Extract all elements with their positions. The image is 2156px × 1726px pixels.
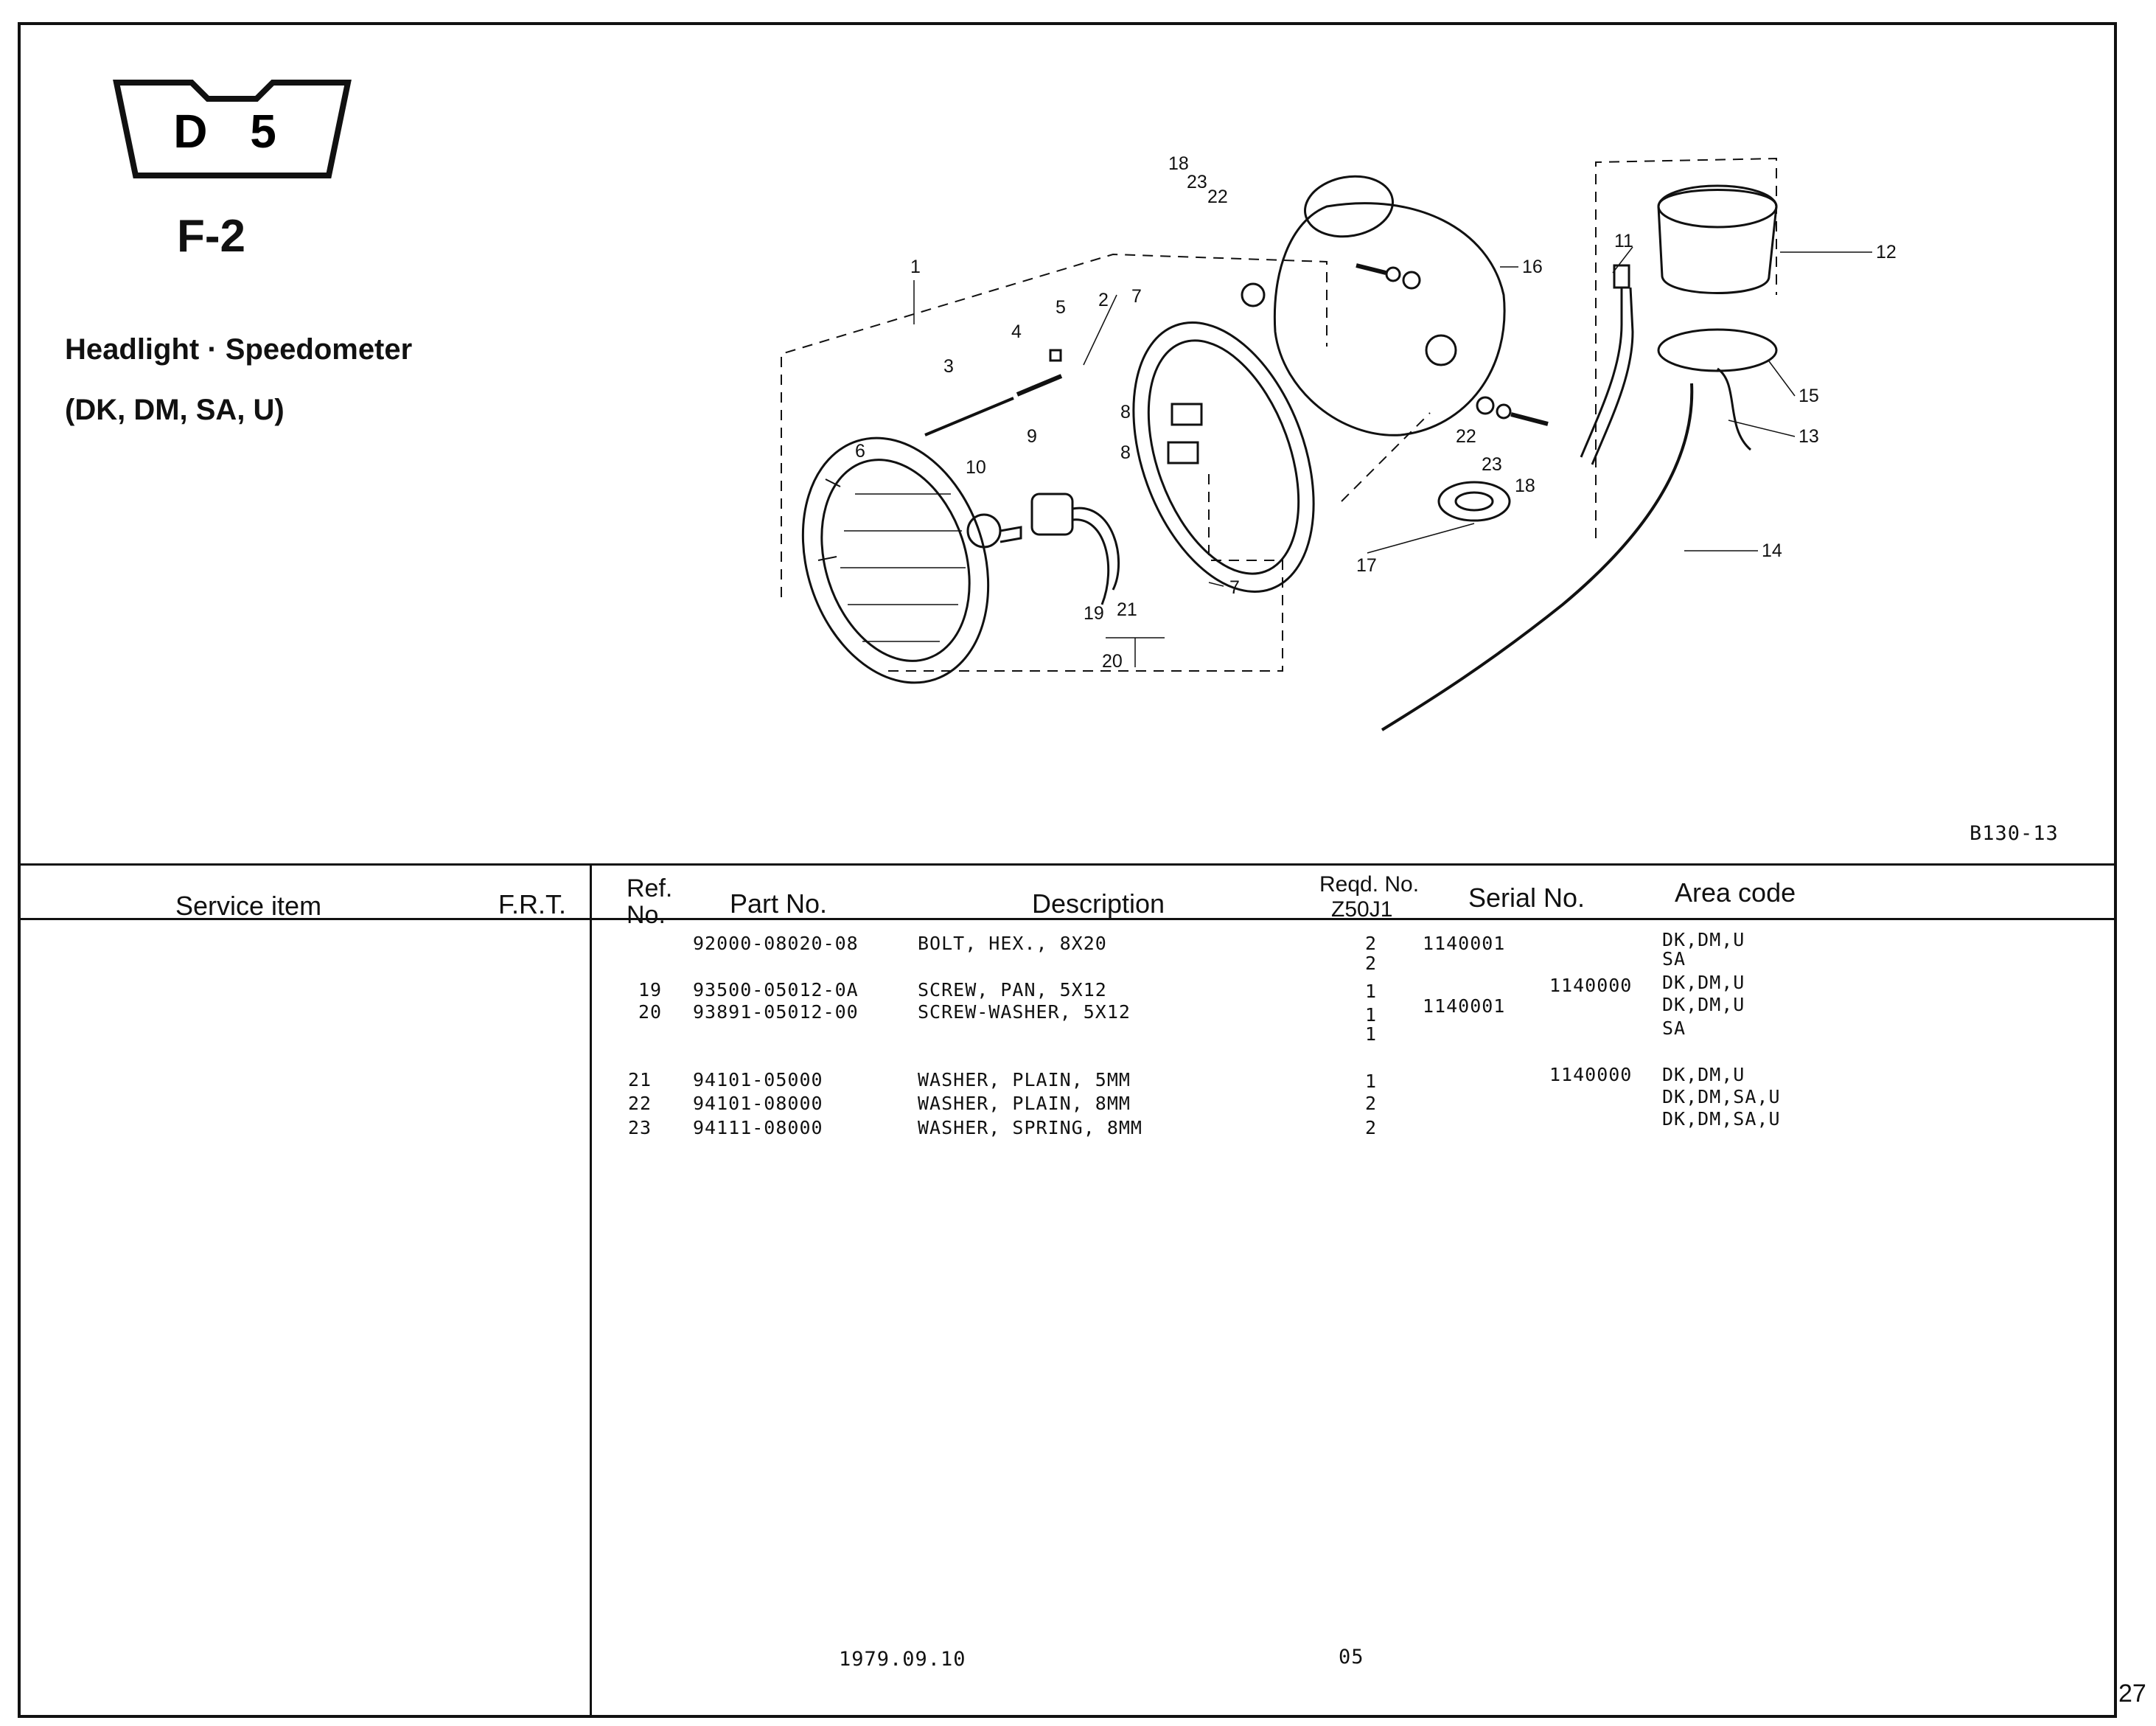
callout-8: 8 — [1120, 442, 1131, 463]
speedometer-gasket — [1657, 328, 1778, 372]
adjusting-nut — [1049, 349, 1062, 362]
callout-19: 19 — [1084, 603, 1104, 624]
case-bolt — [1510, 412, 1549, 426]
section-code: D 5 — [173, 105, 291, 158]
header-ref-no: Ref. No. — [627, 874, 673, 929]
header-description: Description — [1032, 888, 1165, 919]
header-top-rule — [18, 863, 2117, 866]
callout-22: 22 — [1207, 187, 1228, 207]
callout-11: 11 — [1614, 231, 1633, 251]
callout-17: 17 — [1356, 555, 1377, 576]
case-bolt — [1356, 263, 1386, 275]
header-serial-no: Serial No. — [1468, 883, 1585, 913]
header-model: Z50J1 — [1331, 897, 1393, 922]
header-reqd-no: Reqd. No. — [1319, 872, 1420, 897]
print-date: 1979.09.10 — [839, 1648, 966, 1671]
callout-4: 4 — [1011, 321, 1022, 342]
column-divider — [590, 863, 592, 1716]
meter-lamp-wire — [1580, 287, 1634, 465]
callout-10: 10 — [966, 457, 986, 478]
callout-3: 3 — [943, 356, 954, 377]
callout-7: 7 — [1229, 577, 1240, 598]
callout-13: 13 — [1799, 426, 1819, 447]
exploded-diagram: 1 2 3 4 5 6 7 7 8 8 9 10 11 12 13 14 15 … — [781, 153, 1897, 731]
callout-18: 18 — [1168, 153, 1189, 174]
callout-22: 22 — [1456, 426, 1476, 447]
print-code: 05 — [1339, 1646, 1364, 1668]
speedometer — [1657, 189, 1778, 294]
callout-18: 18 — [1515, 476, 1535, 496]
header-frt: F.R.T. — [498, 889, 567, 919]
page-title: Headlight · Speedometer — [65, 333, 413, 366]
headlight-case — [1273, 202, 1506, 436]
header-part-no: Part No. — [730, 888, 828, 919]
bulb — [966, 513, 1002, 549]
page-code: F-2 — [177, 211, 245, 262]
speedometer-mount — [1304, 175, 1394, 238]
callout-8: 8 — [1120, 402, 1131, 422]
callout-5: 5 — [1056, 297, 1066, 318]
callout-15: 15 — [1799, 386, 1819, 406]
callout-21: 21 — [1117, 599, 1137, 620]
nut-clip — [1167, 441, 1199, 464]
section-badge: D 5 — [113, 80, 352, 178]
headlight-rim — [1132, 321, 1315, 593]
callout-20: 20 — [1102, 651, 1123, 672]
adjusting-screw — [924, 397, 1014, 436]
model-list: (DK, DM, SA, U) — [65, 394, 285, 426]
callout-6: 6 — [855, 441, 865, 462]
headlight-lens-inner — [820, 459, 971, 662]
callout-9: 9 — [1027, 426, 1037, 447]
callout-7: 7 — [1131, 286, 1142, 307]
callout-23: 23 — [1187, 172, 1207, 192]
callout-1: 1 — [910, 257, 921, 277]
callout-14: 14 — [1762, 540, 1782, 561]
grommet — [1437, 481, 1511, 522]
cable-spring — [1717, 367, 1751, 451]
callout-23: 23 — [1482, 454, 1502, 475]
page-frame — [18, 22, 2117, 1718]
callout-16: 16 — [1522, 257, 1543, 277]
headlight-lens — [801, 436, 990, 684]
page-number: 27 — [2118, 1680, 2146, 1708]
nut-clip — [1171, 403, 1203, 426]
headlight-rim-inner — [1147, 339, 1300, 575]
header-area-code: Area code — [1675, 877, 1796, 908]
figure-code: B130-13 — [1970, 822, 2059, 845]
bulb-socket — [1030, 493, 1074, 536]
adjusting-spring — [1016, 374, 1063, 397]
badge-outline — [113, 80, 352, 178]
callout-2: 2 — [1098, 290, 1109, 310]
header-bottom-rule — [18, 918, 2117, 920]
header-service-item: Service item — [175, 891, 322, 921]
callout-12: 12 — [1876, 242, 1897, 262]
speedometer-cable — [1381, 383, 1694, 731]
